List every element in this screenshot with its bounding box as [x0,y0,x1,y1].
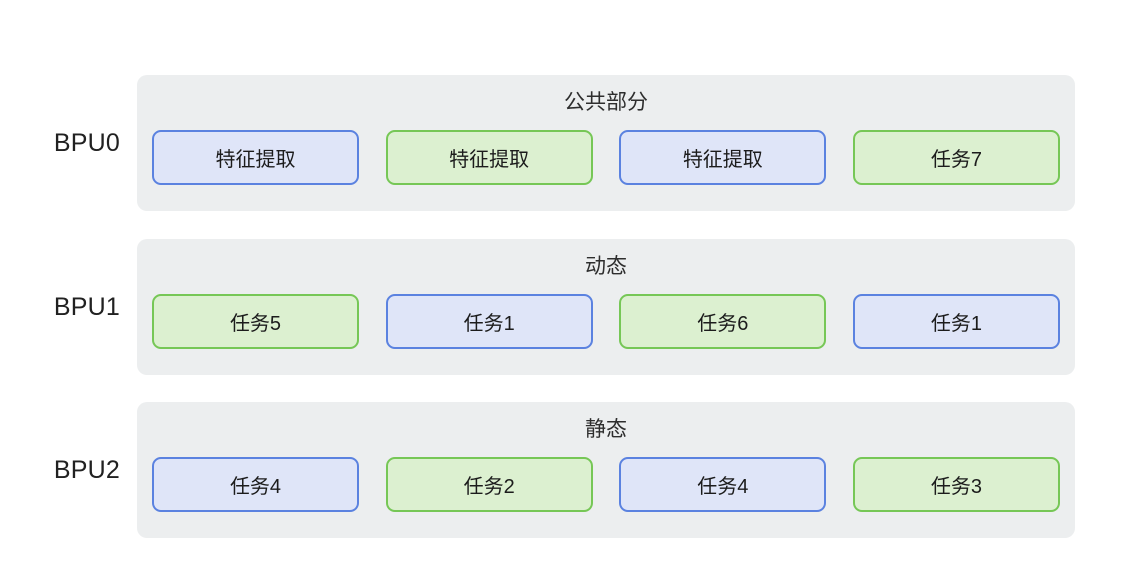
task-box[interactable]: 任务6 [619,294,827,349]
bpu-row-panel: 静态 任务4 任务2 任务4 任务3 [137,402,1075,538]
task-box[interactable]: 特征提取 [385,130,593,185]
bpu-row-panel: 公共部分 特征提取 特征提取 特征提取 任务7 [137,75,1075,211]
task-box[interactable]: 任务1 [385,294,593,349]
task-box[interactable]: 任务1 [852,294,1060,349]
task-box[interactable]: 特征提取 [619,130,827,185]
bpu-row: BPU0 公共部分 特征提取 特征提取 特征提取 任务7 [0,75,1124,211]
bpu-row-panel: 动态 任务5 任务1 任务6 任务1 [137,239,1075,375]
bpu-row: BPU2 静态 任务4 任务2 任务4 任务3 [0,402,1124,538]
bpu-row: BPU1 动态 任务5 任务1 任务6 任务1 [0,239,1124,375]
task-box-list: 任务4 任务2 任务4 任务3 [152,457,1060,512]
task-box[interactable]: 特征提取 [152,130,359,185]
task-box[interactable]: 任务4 [619,457,827,512]
task-box[interactable]: 任务3 [852,457,1060,512]
task-box[interactable]: 任务5 [152,294,359,349]
bpu-row-title: 静态 [585,418,627,441]
bpu-row-label: BPU2 [53,455,120,484]
task-box[interactable]: 任务7 [852,130,1060,185]
task-box[interactable]: 任务4 [152,457,359,512]
task-box-list: 特征提取 特征提取 特征提取 任务7 [152,130,1060,185]
task-box[interactable]: 任务2 [385,457,593,512]
bpu-row-label: BPU0 [53,128,120,157]
bpu-row-title: 动态 [585,255,627,278]
task-box-list: 任务5 任务1 任务6 任务1 [152,294,1060,349]
bpu-row-title: 公共部分 [564,91,648,114]
bpu-row-label: BPU1 [53,292,120,321]
